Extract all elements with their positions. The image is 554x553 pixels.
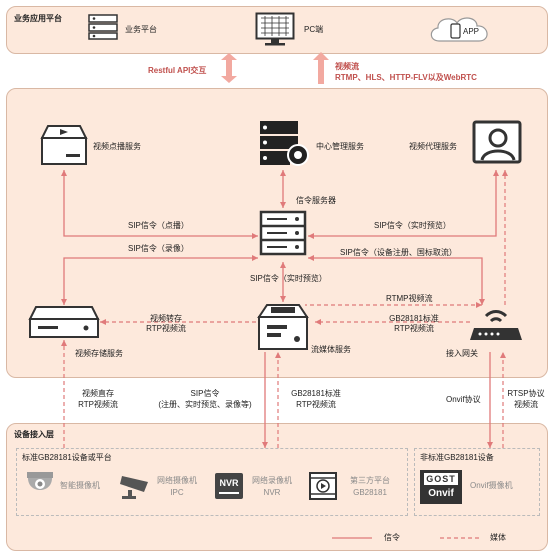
transfer-rtp-label: RTP视频流 [146,324,186,333]
video-storage-server-icon [28,305,100,339]
sip-record-label: SIP信令（录像） [128,244,189,253]
onvif-logo-top-text: GOST [424,473,458,485]
storage-service-label: 视频存储服务 [75,349,123,358]
sip-vod-label: SIP信令（点播） [128,221,189,230]
third-party-sub-label: GB28181 [353,488,387,497]
legend-media-label: 媒体 [490,533,506,542]
business-platform-label: 业务平台 [125,25,157,34]
video-transfer-label: 视频转存 [150,314,182,323]
onvif-camera-label: Onvif摄像机 [470,481,513,490]
nvr-icon-text: NVR [219,478,239,488]
nonstandard-group-title: 非标准GB28181设备 [420,453,494,462]
vod-service-label: 视频点播服务 [93,142,141,151]
sip-live-right-label: SIP信令（实时预览） [374,221,451,230]
third-party-label: 第三方平台 [350,476,390,485]
onvif-protocol-label: Onvif协议 [446,395,481,404]
pc-monitor-icon [255,12,295,46]
video-on-demand-server-icon [40,124,88,166]
video-proxy-icon [472,120,524,166]
video-stream-protocols: RTMP、HLS、HTTP-FLV以及WebRTC [335,73,477,82]
nvr-recorder-icon: NVR [214,472,244,500]
signaling-server-icon [259,210,307,256]
ipc-camera-icon [118,472,152,500]
rtsp-stream-label: 视频流 [514,400,538,409]
legend-signal-label: 信令 [384,533,400,542]
ipc-sub-label: IPC [170,488,184,497]
media-service-label: 流媒体服务 [311,345,351,354]
gb-rtp-label: RTP视频流 [394,324,434,333]
smart-camera-icon [24,470,56,500]
sip-live-center-label: SIP信令（实时预览） [250,274,327,283]
nvr-sub-label: NVR [263,488,281,497]
nvr-label: 网络录像机 [252,476,292,485]
smart-camera-label: 智能摄像机 [60,481,100,490]
direct-store-label: 视频直存 [82,389,114,398]
restful-api-label: Restful API交互 [148,66,207,75]
sip-bottom-label: SIP信令 [190,389,220,398]
sip-register-label: SIP信令（设备注册、国标取流） [340,248,457,257]
rtmp-stream-label: RTMP视频流 [386,294,433,303]
signaling-server-label: 信令服务器 [296,196,336,205]
proxy-service-label: 视频代理服务 [409,142,457,151]
center-management-server-icon [258,119,310,169]
ipc-label: 网络摄像机 [157,476,197,485]
gateway-label: 接入网关 [446,349,478,358]
access-gateway-router-icon [468,306,524,346]
direct-rtp-label: RTP视频流 [78,400,118,409]
gb-bottom-label: GB28181标准 [291,389,341,398]
cloud-icon [427,14,493,44]
onvif-logo-icon: GOST Onvif [420,470,462,504]
sip-bottom-detail-label: (注册、实时预览、录像等) [158,400,252,409]
video-stream-title: 视频流 [335,62,359,71]
gb-standard-label: GB28181标准 [389,314,439,323]
standard-device-group [16,448,408,516]
rtsp-protocol-label: RTSP协议 [507,389,545,398]
gb-bottom-rtp-label: RTP视频流 [296,400,336,409]
standard-group-title: 标准GB28181设备或平台 [22,453,112,462]
app-label: APP [463,27,480,36]
center-service-label: 中心管理服务 [316,142,364,151]
onvif-logo-bottom-text: Onvif [428,488,454,499]
pc-label: PC端 [304,25,324,34]
server-rack-icon [88,14,118,40]
nonstandard-device-group [414,448,540,516]
streaming-media-server-icon [257,303,309,351]
business-app-title: 业务应用平台 [14,14,62,23]
third-party-platform-icon [308,471,338,501]
device-access-title: 设备接入层 [14,430,54,439]
